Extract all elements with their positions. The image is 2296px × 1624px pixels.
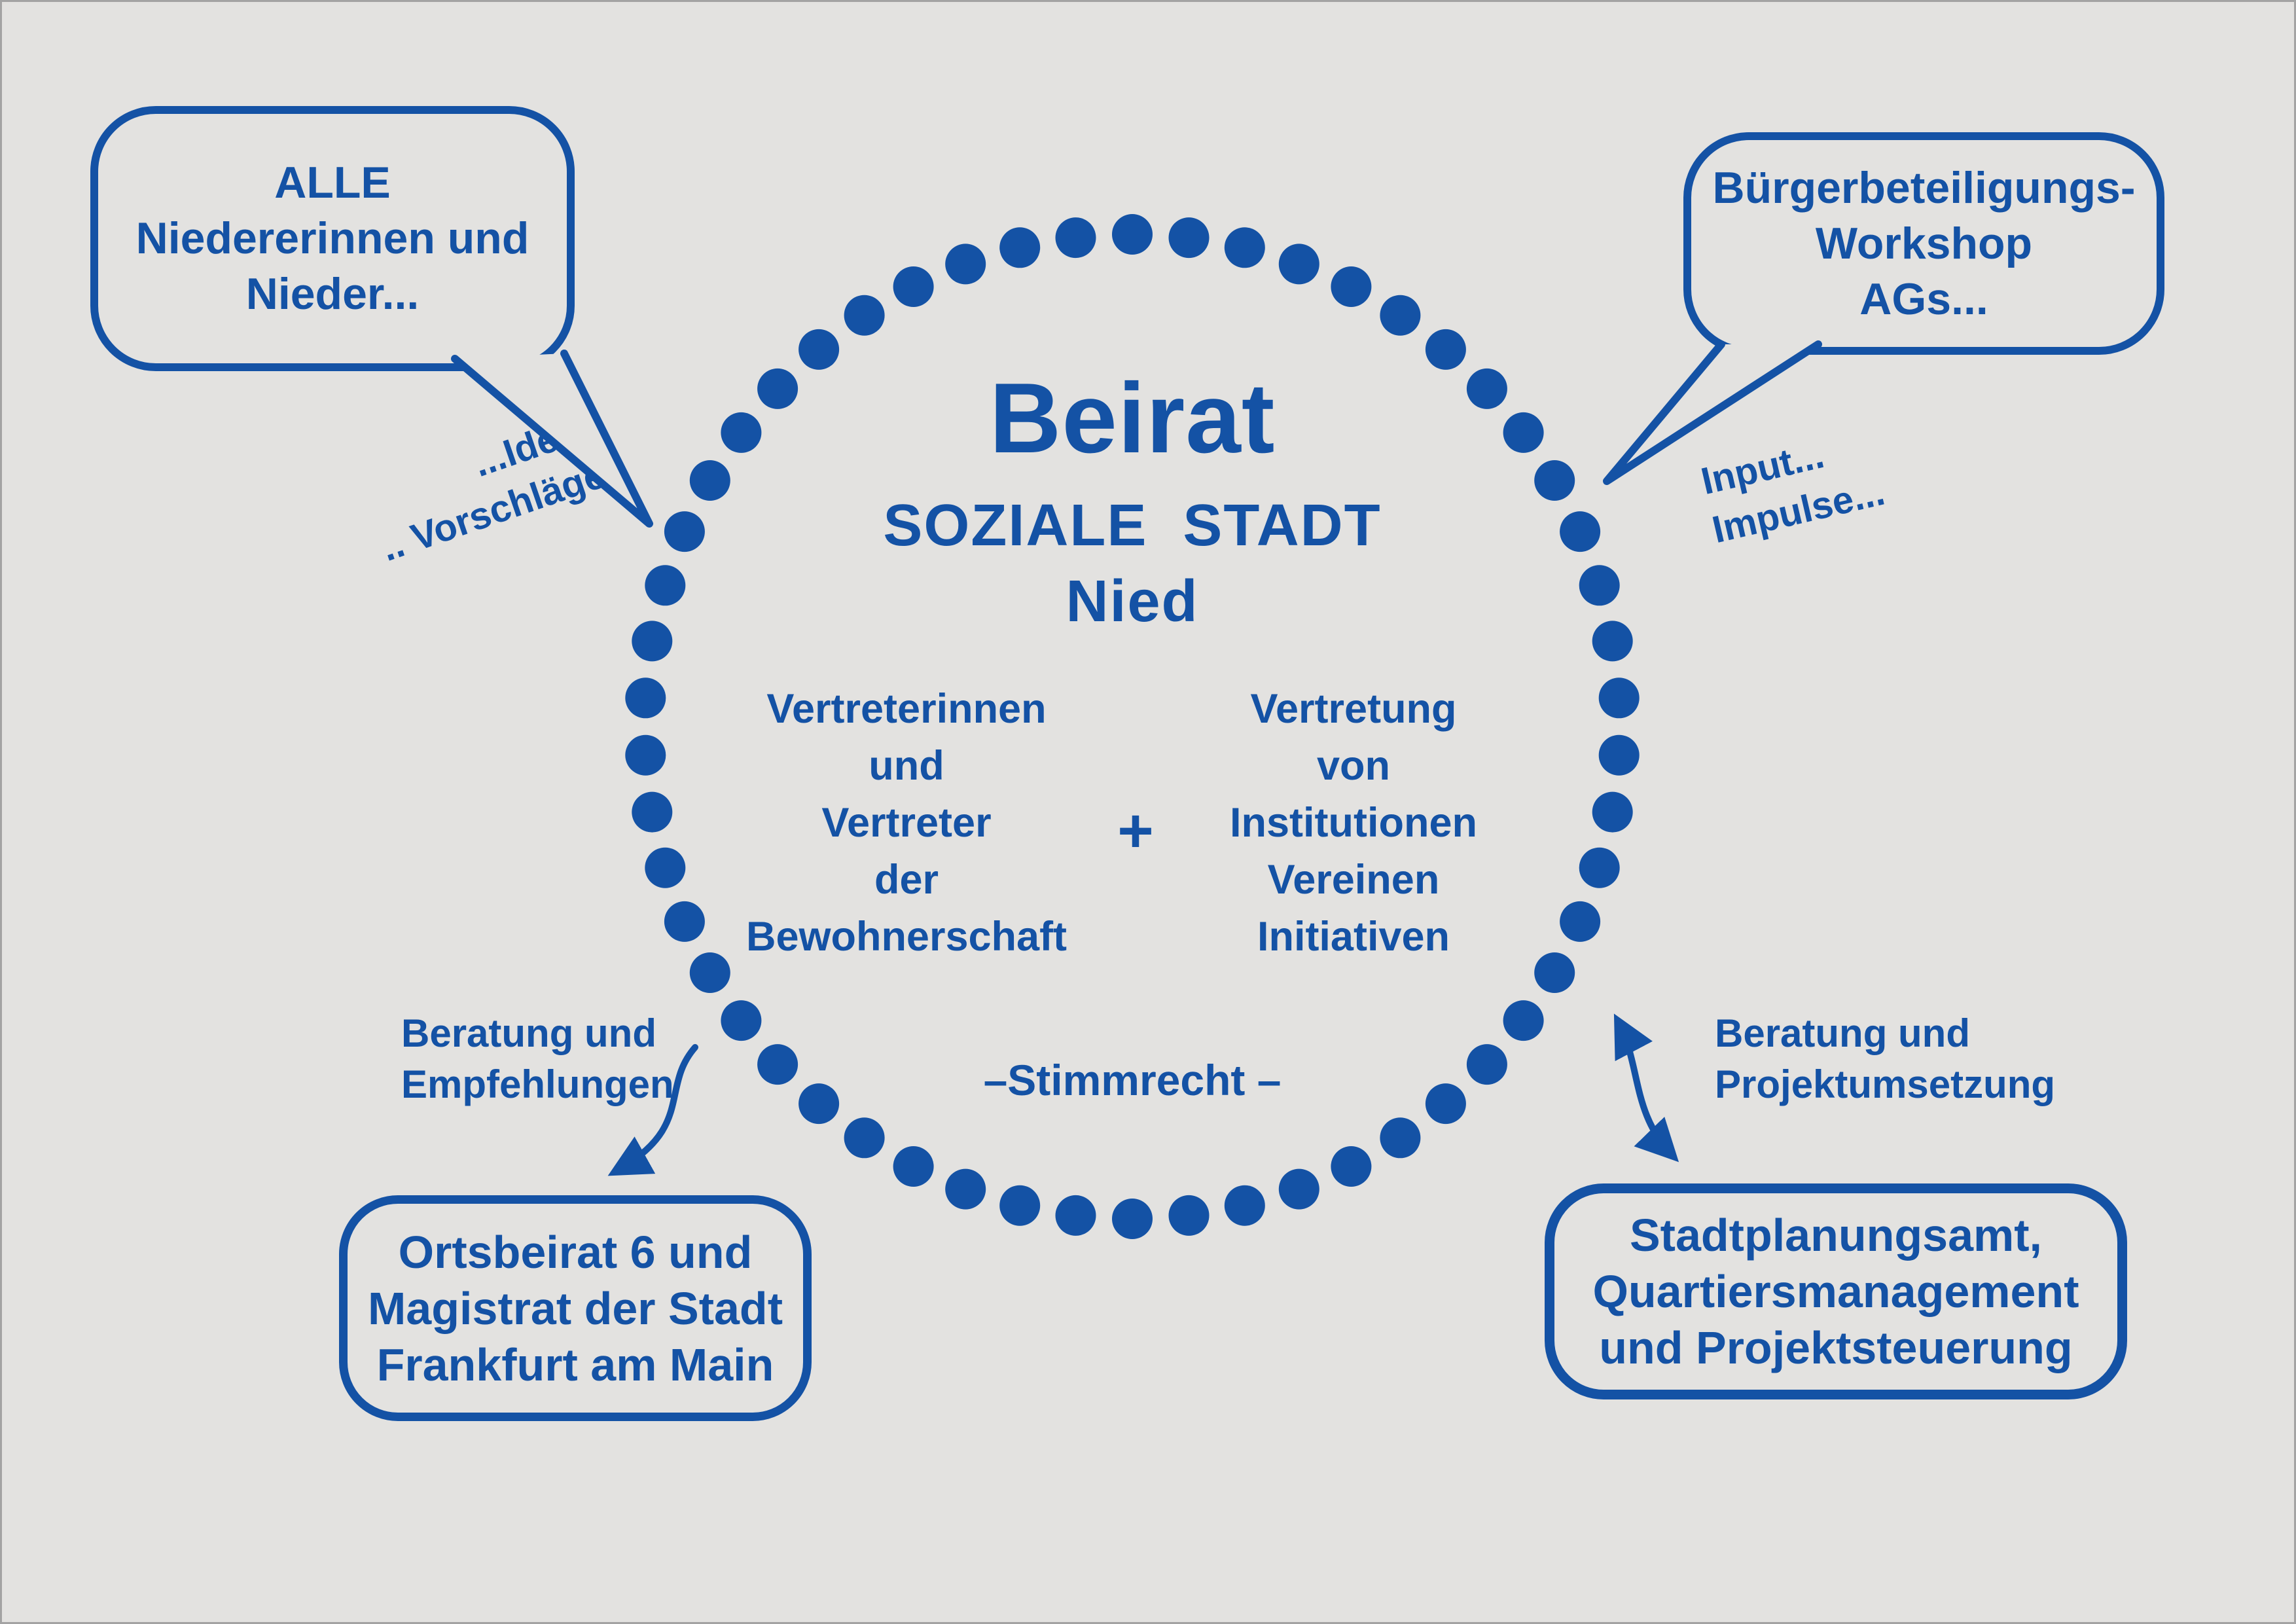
box-line: Stadtplanungsamt, <box>1629 1210 2043 1261</box>
ring-dot <box>1503 412 1544 453</box>
column-line: Bewohnerschaft <box>745 914 1067 960</box>
diagram-subtitle-city: Nied <box>1066 569 1199 634</box>
speech-bubble-residents: ALLE Niedererinnen und Nieder... <box>90 106 575 371</box>
bubble-line: Niedererinnen und <box>135 213 529 263</box>
ring-dot <box>1112 214 1153 255</box>
ring-dot <box>1380 1117 1421 1159</box>
column-line: Vereinen <box>1267 857 1440 903</box>
bubble-line: Bürgerbeteiligungs- <box>1712 162 2136 213</box>
bubble-line: Nieder... <box>245 269 420 319</box>
ring-dot <box>757 1044 798 1085</box>
ring-dot <box>1598 677 1640 719</box>
ring-dot <box>945 1168 986 1210</box>
column-line: und <box>869 743 944 789</box>
ring-dot <box>689 460 730 501</box>
ring-dot <box>1278 1168 1319 1210</box>
voting-rights-note: –Stimmrecht – <box>983 1056 1282 1104</box>
box-line: Ortsbeirat 6 und <box>398 1226 753 1278</box>
ring-dot <box>844 1117 885 1159</box>
column-line: Vertretung <box>1250 686 1457 732</box>
arrow-beratung-empfehlungen <box>607 1044 698 1176</box>
ring-dot <box>893 1146 934 1187</box>
ring-dot <box>689 952 730 993</box>
ring-dot <box>1224 227 1265 268</box>
ring-dot <box>1055 1195 1096 1236</box>
members-institutions-column: Vertretung von Institutionen Vereinen In… <box>1230 681 1477 965</box>
box-line: Magistrat der Stadt <box>368 1282 783 1334</box>
box-line: und Projektsteuerung <box>1599 1322 2073 1373</box>
bubble-line: ALLE <box>274 158 391 208</box>
ring-dot <box>999 227 1041 268</box>
ring-dot <box>1592 621 1633 662</box>
ring-dot <box>632 621 673 662</box>
ring-dot <box>625 677 666 719</box>
members-residents-column: Vertreterinnen und Vertreter der Bewohne… <box>746 681 1067 965</box>
label-line: Empfehlungen <box>401 1062 674 1106</box>
ring-dot <box>1331 266 1372 307</box>
column-line: von <box>1316 743 1391 789</box>
ring-dot <box>1560 901 1601 942</box>
ring-dot <box>1466 368 1507 409</box>
label-beratung-empfehlungen: Beratung und Empfehlungen <box>401 1008 674 1110</box>
diagram-subtitle: SOZIALE STADT <box>883 493 1382 558</box>
ring-dot <box>1331 1146 1372 1187</box>
ring-dot <box>1224 1185 1265 1226</box>
ring-dot <box>721 1000 762 1041</box>
ring-dot <box>1380 295 1421 336</box>
ring-dot <box>1466 1044 1507 1085</box>
column-line: Initiativen <box>1257 914 1450 960</box>
ring-dot <box>1579 847 1620 888</box>
ring-dot <box>1168 1195 1210 1236</box>
ring-dot <box>625 734 666 776</box>
column-line: Vertreter <box>821 800 992 846</box>
box-line: Frankfurt am Main <box>376 1339 774 1390</box>
box-stadtplanungsamt: Stadtplanungsamt, Quartiersmanagement un… <box>1545 1183 2127 1399</box>
ring-dot <box>798 329 840 370</box>
bubble-line: Workshop <box>1815 218 2033 268</box>
ring-dot <box>1579 565 1620 606</box>
ring-dot <box>1278 244 1319 285</box>
arrow-beratung-projektumsetzung <box>1613 1013 1679 1163</box>
ring-dot <box>1598 734 1640 776</box>
ring-dot <box>1112 1199 1153 1239</box>
ring-dot <box>1534 952 1575 993</box>
plus-sign: + <box>1117 796 1154 866</box>
ring-dot <box>1168 217 1210 259</box>
ring-dot <box>893 266 934 307</box>
column-line: der <box>874 857 939 903</box>
box-ortsbeirat-magistrat: Ortsbeirat 6 und Magistrat der Stadt Fra… <box>339 1195 812 1421</box>
label-line: Projektumsetzung <box>1715 1062 2056 1106</box>
ring-dot <box>632 791 673 833</box>
ring-dot <box>945 244 986 285</box>
ring-dot <box>1503 1000 1544 1041</box>
column-line: Vertreterinnen <box>766 686 1047 732</box>
bubble-tail-top-right <box>1603 340 1822 485</box>
column-line: Institutionen <box>1230 800 1477 846</box>
ring-dot <box>1055 217 1096 259</box>
ring-dot <box>757 368 798 409</box>
box-line: Quartiersmanagement <box>1592 1266 2079 1317</box>
ring-dot <box>844 295 885 336</box>
ring-dot <box>1592 791 1633 833</box>
diagram-title: Beirat <box>989 363 1276 474</box>
bubble-line: AGs... <box>1859 274 1988 324</box>
ring-dot <box>664 901 705 942</box>
ring-dot <box>645 565 686 606</box>
ring-dot <box>1425 329 1466 370</box>
label-line: Beratung und <box>401 1011 656 1055</box>
ring-dot <box>798 1083 840 1125</box>
ring-dot <box>1560 511 1601 552</box>
bubble-tail-top-left <box>451 350 653 528</box>
ring-dot <box>721 412 762 453</box>
ring-dot <box>1534 460 1575 501</box>
ring-dot <box>1425 1083 1466 1125</box>
speech-bubble-workshops: Bürgerbeteiligungs- Workshop AGs... <box>1683 132 2164 355</box>
label-line: Beratung und <box>1715 1011 1970 1055</box>
ring-dot <box>999 1185 1041 1226</box>
label-beratung-projektumsetzung: Beratung und Projektumsetzung <box>1715 1008 2055 1110</box>
ring-dot <box>664 511 705 552</box>
ring-dot <box>645 847 686 888</box>
